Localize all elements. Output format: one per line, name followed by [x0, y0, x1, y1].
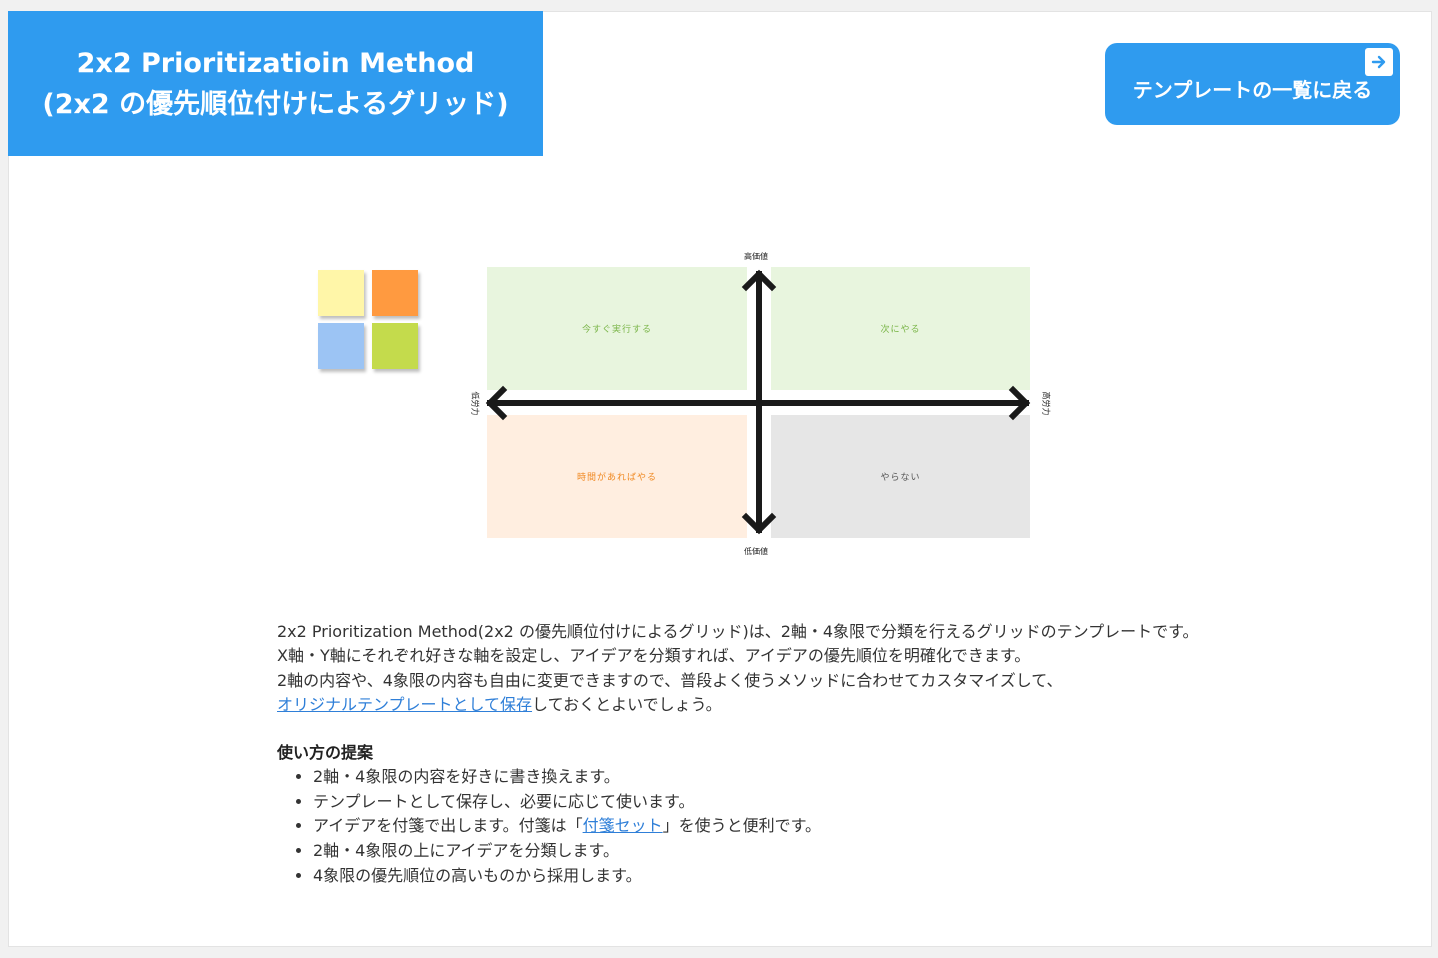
page-title: 2x2 Prioritizatioin Method (2x2 の優先順位付けに… — [8, 11, 543, 156]
axis-label-bottom: 低価値 — [744, 547, 768, 556]
arrow-right-icon — [1365, 48, 1393, 76]
description-line: 2軸の内容や、4象限の内容も自由に変更できますので、普段よく使うメソッドに合わせ… — [277, 670, 1063, 690]
quadrant-label: 時間があればやる — [576, 473, 657, 483]
list-item: アイデアを付箋で出します。付箋は「付箋セット」を使うと便利です。 — [313, 814, 1277, 839]
description-line: X軸・Y軸にそれぞれ好きな軸を設定し、アイデアを分類すれば、アイデアの優先順位を… — [277, 646, 1031, 666]
back-to-templates-button[interactable]: テンプレートの一覧に戻る — [1105, 43, 1400, 125]
description-text: しておくとよいでしょう。 — [532, 694, 722, 714]
quadrant-label: 今すぐ実行する — [581, 325, 652, 335]
list-item-text: 」を使うと便利です。 — [662, 816, 822, 836]
axis-label-top: 高価値 — [744, 252, 768, 261]
list-item: 4象限の優先順位の高いものから採用します。 — [313, 864, 1277, 889]
list-item: 2軸・4象限の内容を好きに書き換えます。 — [313, 765, 1277, 790]
list-item-text: アイデアを付箋で出します。付箋は「 — [313, 816, 583, 836]
back-button-label: テンプレートの一覧に戻る — [1132, 77, 1373, 102]
sticky-note-set-link[interactable]: 付箋セット — [582, 816, 663, 836]
sticky-note-orange — [372, 267, 421, 316]
list-item: テンプレートとして保存し、必要に応じて使います。 — [313, 790, 1277, 815]
page-title-line2: (2x2 の優先順位付けによるグリッド) — [42, 88, 509, 120]
axis-arrows — [485, 269, 1031, 535]
sticky-note-green — [372, 320, 421, 369]
description-line: オリジナルテンプレートとして保存しておくとよいでしょう。 — [277, 693, 1277, 717]
list-item: 2軸・4象限の上にアイデアを分類します。 — [313, 839, 1277, 864]
page-title-line1: 2x2 Prioritizatioin Method — [76, 47, 475, 79]
quadrant-label: やらない — [880, 473, 921, 483]
quadrant-dont-do: やらない — [771, 415, 1030, 538]
quadrant-if-time: 時間があればやる — [487, 415, 747, 538]
axis-label-right: 高労力 — [1041, 391, 1051, 416]
sticky-note-yellow — [318, 267, 367, 316]
quadrant-do-now: 今すぐ実行する — [487, 267, 747, 390]
sticky-note-blue — [318, 320, 367, 369]
axis-label-left: 低労力 — [470, 391, 480, 416]
quadrant-do-next: 次にやる — [771, 267, 1030, 390]
usage-list: 2軸・4象限の内容を好きに書き換えます。 テンプレートとして保存し、必要に応じて… — [277, 765, 1277, 888]
usage-heading: 使い方の提案 — [277, 743, 374, 763]
template-description: 2x2 Prioritization Method(2x2 の優先順位付けによる… — [277, 620, 1277, 888]
quadrant-label: 次にやる — [880, 325, 921, 335]
description-line: 2x2 Prioritization Method(2x2 の優先順位付けによる… — [277, 622, 1199, 641]
save-as-original-template-link[interactable]: オリジナルテンプレートとして保存 — [277, 694, 533, 714]
